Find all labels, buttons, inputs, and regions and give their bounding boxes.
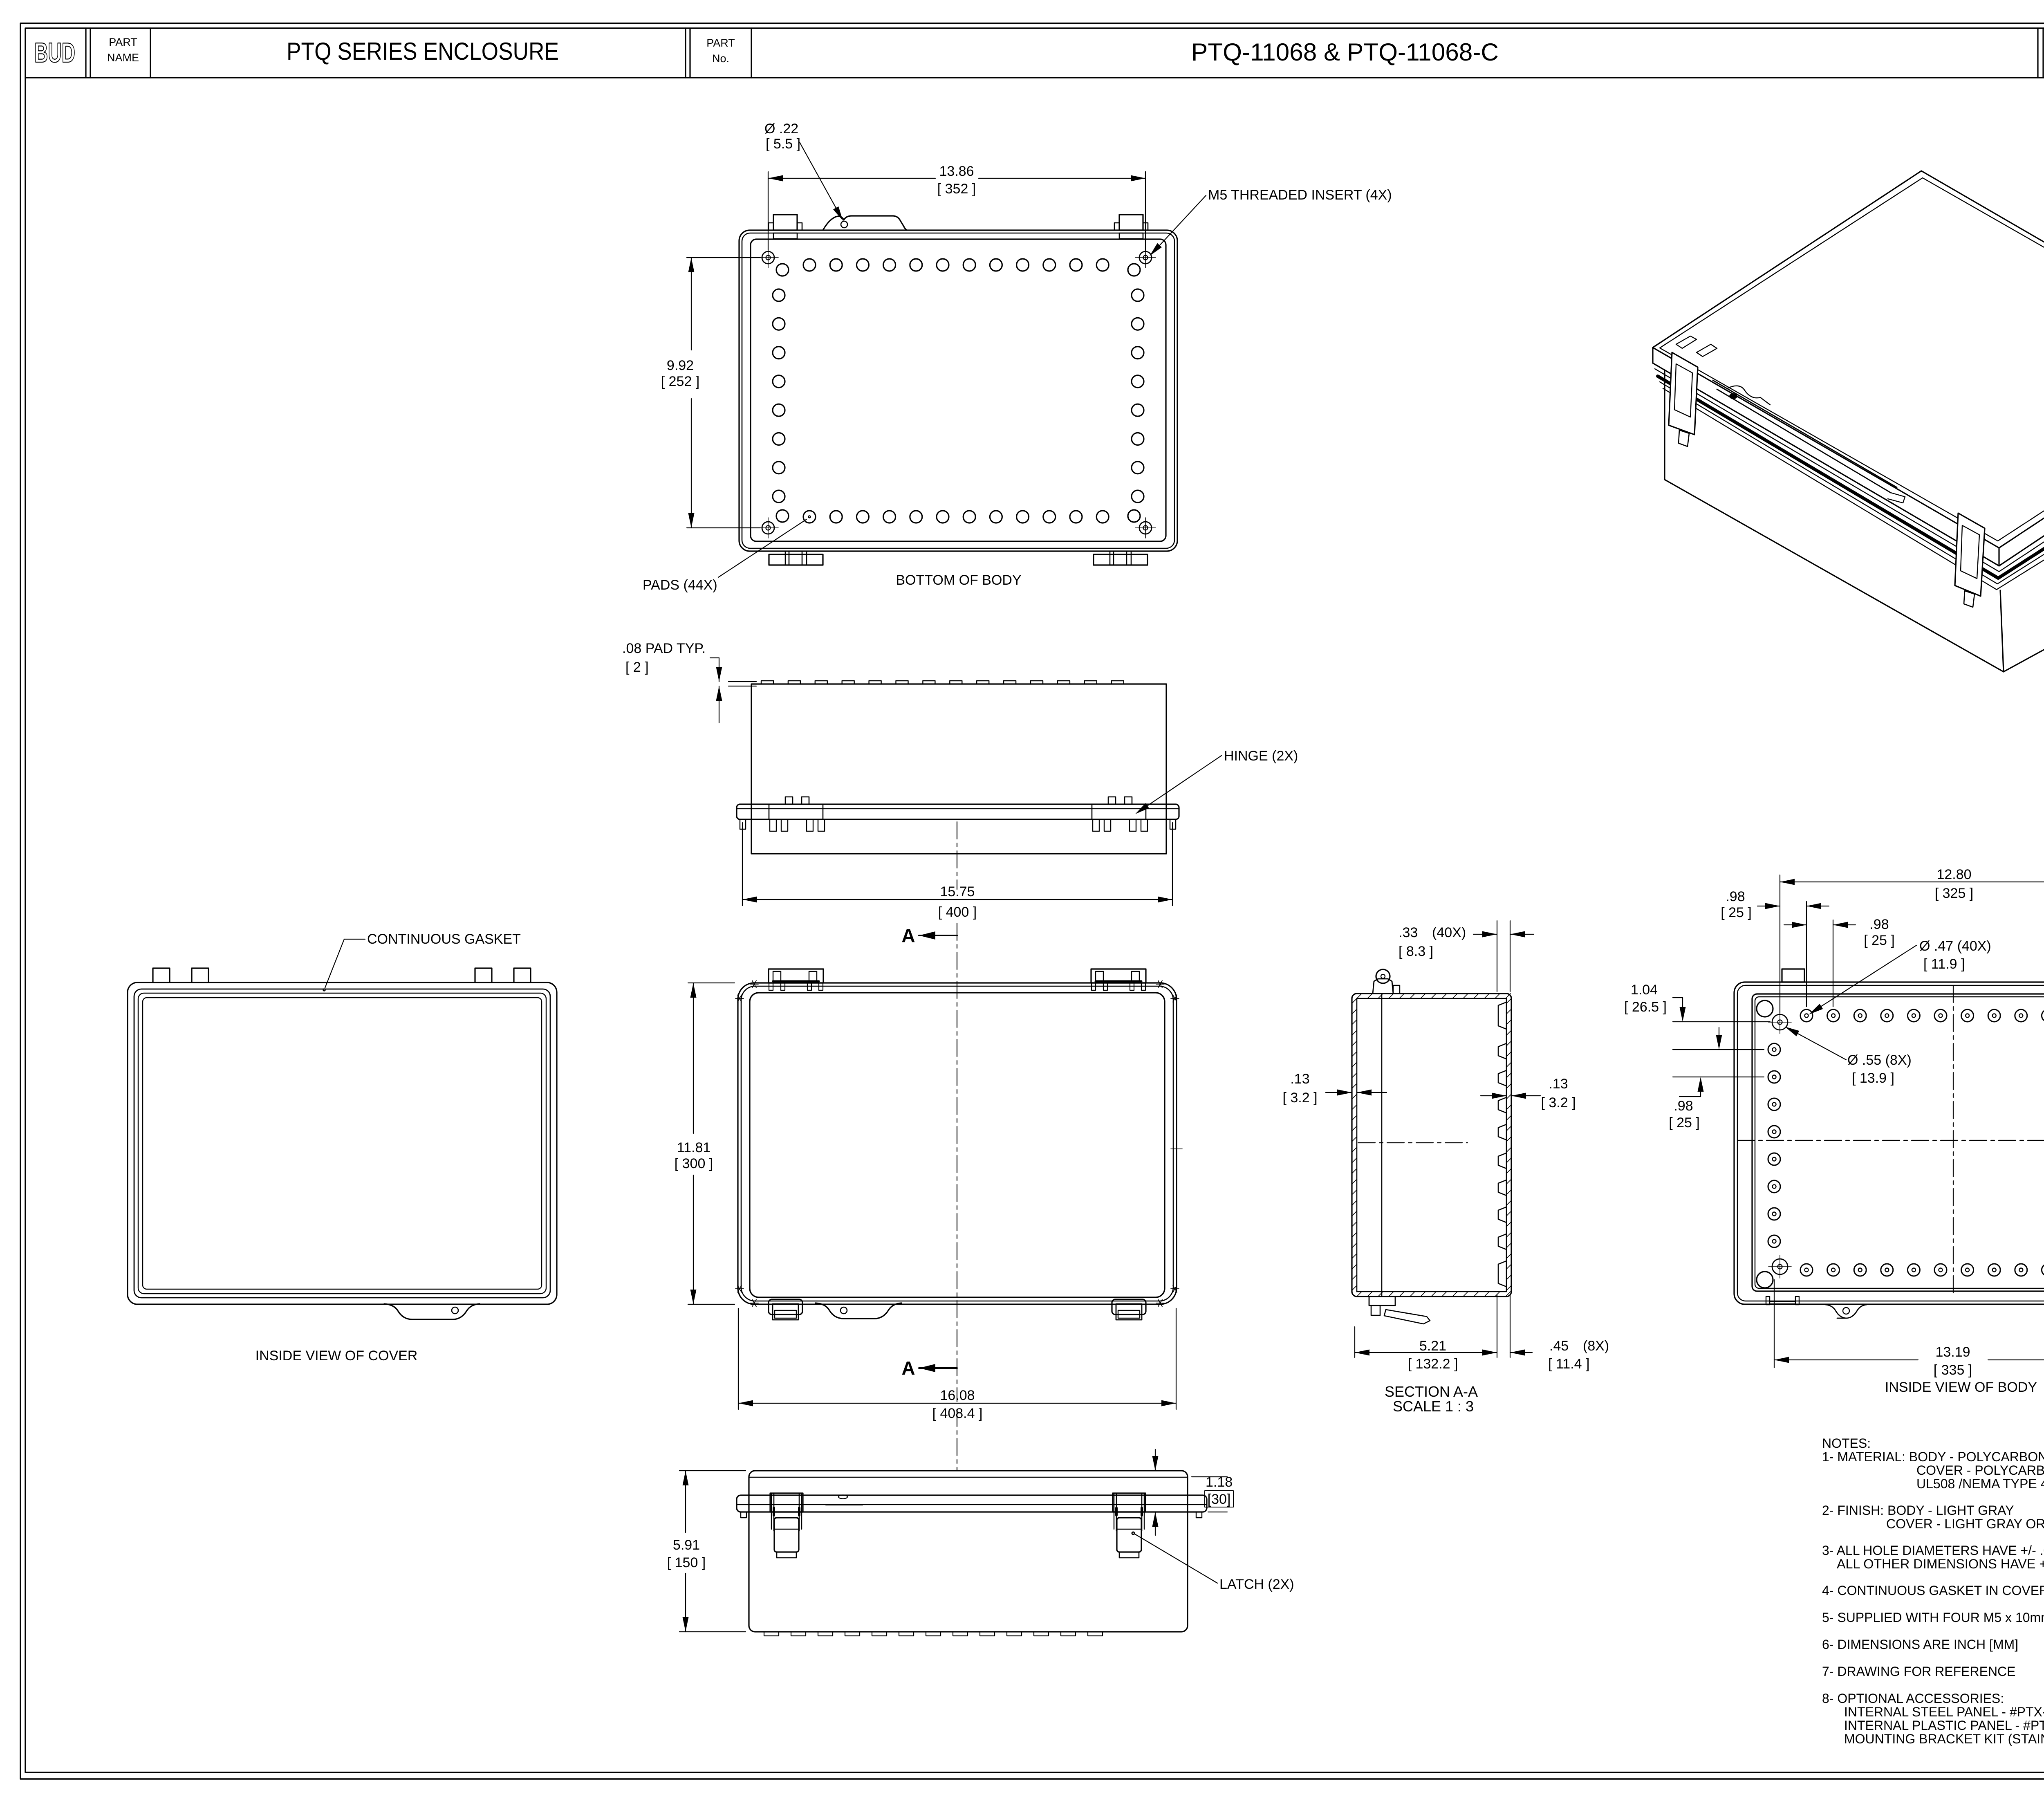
- svg-text:PART: PART: [706, 37, 735, 49]
- svg-text:[ 3.2 ]: [ 3.2 ]: [1541, 1095, 1576, 1110]
- svg-text:.08 PAD TYP.: .08 PAD TYP.: [622, 641, 706, 656]
- svg-text:.13: .13: [1549, 1076, 1568, 1092]
- svg-text:PTQ-11068 & PTQ-11068-C: PTQ-11068 & PTQ-11068-C: [1191, 38, 1499, 66]
- svg-text:5- SUPPLIED WITH FOUR M5 x 10m: 5- SUPPLIED WITH FOUR M5 x 10mm LG. TRUS…: [1822, 1610, 2044, 1625]
- svg-text:[ 11.4 ]: [ 11.4 ]: [1548, 1356, 1589, 1372]
- svg-text:Ø .47 (40X): Ø .47 (40X): [1919, 938, 1991, 954]
- svg-text:[ 25 ]: [ 25 ]: [1721, 905, 1752, 920]
- svg-text:[ 3.2 ]: [ 3.2 ]: [1282, 1090, 1317, 1106]
- svg-text:.13: .13: [1290, 1071, 1309, 1087]
- svg-text:12.80: 12.80: [1936, 867, 1971, 882]
- svg-text:NAME: NAME: [107, 52, 139, 64]
- svg-text:1.18: 1.18: [1206, 1474, 1233, 1490]
- svg-text:COVER - POLYCARBONATE: COVER - POLYCARBONATE: [1916, 1463, 2044, 1478]
- svg-text:(8X): (8X): [1583, 1338, 1609, 1354]
- svg-text:1.04: 1.04: [1631, 982, 1658, 998]
- svg-text:[30]: [30]: [1208, 1492, 1231, 1507]
- svg-text:[ 150 ]: [ 150 ]: [667, 1555, 706, 1570]
- svg-text:[ 335 ]: [ 335 ]: [1934, 1362, 1972, 1378]
- svg-text:5.91: 5.91: [673, 1537, 700, 1553]
- svg-text:[ 132.2 ]: [ 132.2 ]: [1408, 1356, 1458, 1372]
- svg-text:[ 5.5 ]: [ 5.5 ]: [766, 136, 800, 152]
- svg-text:INTERNAL STEEL PANEL - #PTX-11: INTERNAL STEEL PANEL - #PTX-11068: [1844, 1705, 2044, 1719]
- svg-text:Ø .22: Ø .22: [764, 121, 798, 137]
- svg-text:13.86: 13.86: [939, 164, 974, 179]
- svg-text:[ 252 ]: [ 252 ]: [661, 374, 700, 389]
- svg-text:[ 11.9 ]: [ 11.9 ]: [1923, 956, 1965, 972]
- svg-text:SECTION A-A: SECTION A-A: [1385, 1383, 1478, 1400]
- svg-text:SCALE 1 : 3: SCALE 1 : 3: [1393, 1398, 1474, 1415]
- svg-text:[ 25 ]: [ 25 ]: [1669, 1115, 1700, 1131]
- svg-text:2- FINISH: BODY - LIGHT GRAY: 2- FINISH: BODY - LIGHT GRAY: [1822, 1503, 2014, 1518]
- svg-text:MOUNTING BRACKET KIT (STAINLES: MOUNTING BRACKET KIT (STAINLESS STEEL) -…: [1844, 1732, 2044, 1746]
- svg-text:(40X): (40X): [1432, 925, 1466, 940]
- svg-text:.98: .98: [1674, 1098, 1693, 1114]
- svg-text:BUD: BUD: [34, 37, 75, 68]
- svg-text:PTQ SERIES ENCLOSURE: PTQ SERIES ENCLOSURE: [287, 38, 559, 65]
- svg-text:LATCH (2X): LATCH (2X): [1219, 1577, 1294, 1592]
- svg-text:8- OPTIONAL ACCESSORIES:: 8- OPTIONAL ACCESSORIES:: [1822, 1691, 2004, 1706]
- svg-text:PART: PART: [109, 36, 137, 48]
- svg-text:PADS (44X): PADS (44X): [643, 577, 717, 593]
- svg-text:4- CONTINUOUS GASKET IN COVER: 4- CONTINUOUS GASKET IN COVER: [1822, 1583, 2044, 1598]
- svg-text:HINGE (2X): HINGE (2X): [1224, 748, 1298, 764]
- svg-text:[ 352 ]: [ 352 ]: [937, 181, 976, 197]
- svg-text:INSIDE VIEW OF BODY: INSIDE VIEW OF BODY: [1885, 1380, 2037, 1395]
- svg-text:13.19: 13.19: [1935, 1344, 1970, 1360]
- svg-text:.45: .45: [1549, 1338, 1569, 1354]
- svg-text:[ 2 ]: [ 2 ]: [625, 659, 649, 675]
- svg-text:A: A: [901, 1357, 915, 1379]
- svg-text:[ 400 ]: [ 400 ]: [938, 904, 977, 920]
- svg-text:BOTTOM OF BODY: BOTTOM OF BODY: [896, 572, 1021, 588]
- svg-text:.33: .33: [1399, 925, 1418, 940]
- svg-text:[ 300 ]: [ 300 ]: [675, 1156, 713, 1171]
- svg-text:A: A: [901, 925, 915, 946]
- svg-text:[ 26.5 ]: [ 26.5 ]: [1624, 999, 1667, 1015]
- svg-text:15.75: 15.75: [940, 884, 975, 900]
- svg-text:1- MATERIAL: BODY - POLYCARB: 1- MATERIAL: BODY - POLYCARBONATE 10% FI…: [1822, 1449, 2044, 1464]
- svg-text:[ 13.9 ]: [ 13.9 ]: [1852, 1070, 1894, 1086]
- svg-text:CONTINUOUS GASKET: CONTINUOUS GASKET: [367, 931, 521, 947]
- svg-text:[ 325 ]: [ 325 ]: [1935, 886, 1974, 901]
- svg-text:NOTES:: NOTES:: [1822, 1436, 1871, 1451]
- svg-text:9.92: 9.92: [667, 358, 694, 373]
- svg-text:Ø .55 (8X): Ø .55 (8X): [1847, 1052, 1912, 1068]
- svg-text:5.21: 5.21: [1419, 1338, 1446, 1354]
- svg-text:ALL OTHER DIMENSIONS HAVE +/-: ALL OTHER DIMENSIONS HAVE +/- 0.03(0.76)…: [1837, 1557, 2044, 1571]
- svg-text:[ 8.3 ]: [ 8.3 ]: [1399, 944, 1433, 959]
- svg-text:3- ALL HOLE DIAMETERS HAVE +/-: 3- ALL HOLE DIAMETERS HAVE +/- .005(0.13…: [1822, 1543, 2044, 1558]
- svg-text:COVER - LIGHT GRAY OR CLEAR (-: COVER - LIGHT GRAY OR CLEAR (-C): [1886, 1516, 2044, 1531]
- svg-text:INSIDE VIEW OF COVER: INSIDE VIEW OF COVER: [256, 1348, 418, 1364]
- svg-text:.98: .98: [1726, 889, 1745, 904]
- svg-text:UL508 /NEMA TYPE 4X WITH IP-67: UL508 /NEMA TYPE 4X WITH IP-67 TUV RATIN…: [1916, 1476, 2044, 1491]
- svg-text:7- DRAWING FOR REFERENCE: 7- DRAWING FOR REFERENCE: [1822, 1664, 2016, 1679]
- svg-text:M5 THREADED INSERT (4X): M5 THREADED INSERT (4X): [1208, 187, 1392, 203]
- svg-text:INTERNAL PLASTIC PANEL - #PTX-: INTERNAL PLASTIC PANEL - #PTX-11068-P: [1844, 1718, 2044, 1733]
- svg-text:[ 25 ]: [ 25 ]: [1864, 933, 1895, 948]
- svg-text:11.81: 11.81: [677, 1140, 711, 1155]
- svg-text:16.08: 16.08: [940, 1388, 975, 1403]
- svg-text:.98: .98: [1869, 917, 1889, 932]
- svg-text:6- DIMENSIONS ARE INCH [MM]: 6- DIMENSIONS ARE INCH [MM]: [1822, 1637, 2018, 1652]
- svg-text:No.: No.: [712, 52, 729, 65]
